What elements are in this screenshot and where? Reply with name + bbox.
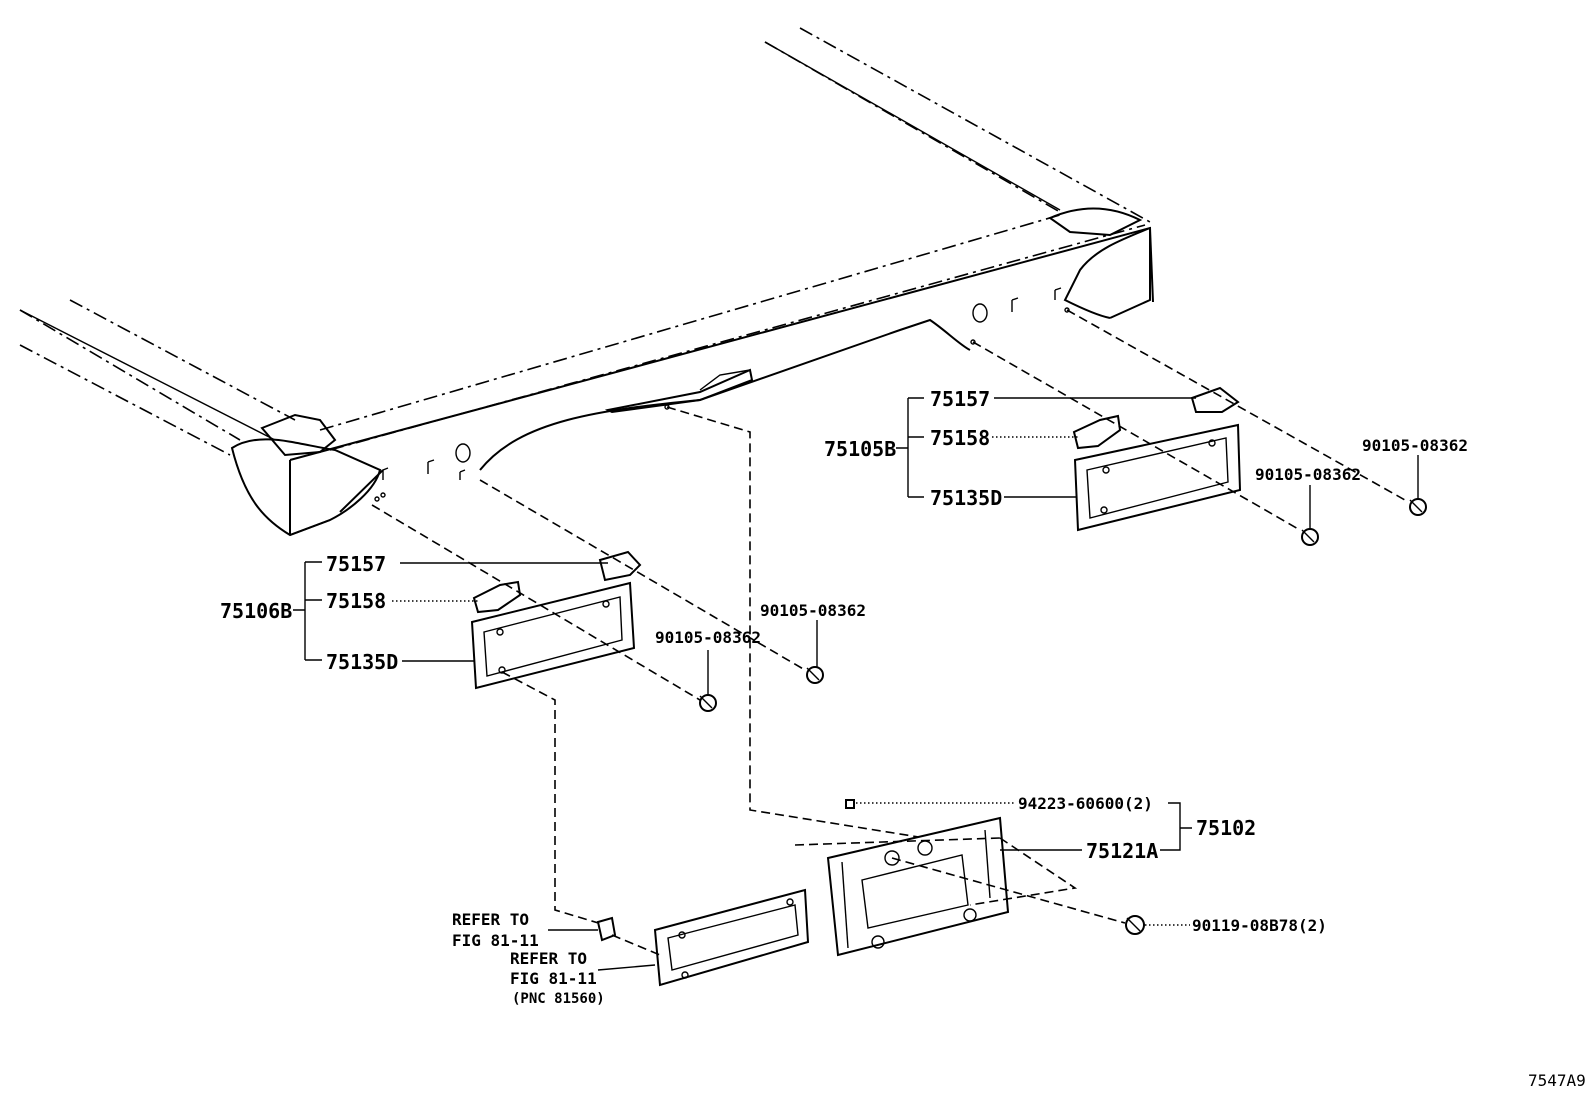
label-center-assembly: 75102 [1196, 816, 1256, 840]
right-bracket-assembly [972, 309, 1427, 546]
label-left-assembly: 75106B [220, 599, 292, 623]
label-right-frame: 75135D [930, 486, 1002, 510]
lamp-clip [596, 916, 617, 942]
label-left-bracket: 75157 [326, 552, 386, 576]
left-bolt-1 [699, 694, 717, 712]
label-right-bolt-b: 90105-08362 [1362, 436, 1468, 455]
refer-note-2-line2: FIG 81-11 [510, 969, 597, 988]
refer-note-1-line1: REFER TO [452, 910, 529, 929]
part-labels: 75105B 75157 75158 75135D 90105-08362 90… [220, 387, 1586, 1090]
left-bolt-2 [806, 666, 824, 684]
leader-lines [293, 397, 1419, 971]
left-frame-75135D [470, 581, 636, 690]
label-left-bolt-a: 90105-08362 [655, 628, 761, 647]
label-right-assembly: 75105B [824, 437, 896, 461]
label-left-bolt-b: 90105-08362 [760, 601, 866, 620]
left-hinge-75158 [472, 580, 522, 614]
label-right-bolt-a: 90105-08362 [1255, 465, 1361, 484]
right-frame-75135D [1073, 423, 1242, 532]
right-bolt-2 [1409, 498, 1427, 516]
refer-note-1-line2: FIG 81-11 [452, 931, 539, 950]
frame-structure [19, 27, 1154, 537]
label-screw: 90119-08B78(2) [1192, 916, 1327, 935]
refer-note-2-line1: REFER TO [510, 949, 587, 968]
label-right-bracket: 75157 [930, 387, 990, 411]
label-left-frame: 75135D [326, 650, 398, 674]
right-bolt-1 [1301, 528, 1319, 546]
left-bracket-assembly [371, 406, 1001, 926]
left-bracket-75157 [598, 550, 642, 582]
right-hinge-75158 [1072, 414, 1122, 450]
center-plate-assembly [596, 799, 1145, 987]
refer-note-2-line3: (PNC 81560) [512, 991, 605, 1007]
license-lamp [653, 888, 810, 987]
right-bracket-75157 [1190, 386, 1240, 413]
diagram-code: 7547A9 [1528, 1071, 1586, 1090]
label-right-hinge: 75158 [930, 426, 990, 450]
label-plate: 75121A [1086, 839, 1158, 863]
label-left-hinge: 75158 [326, 589, 386, 613]
center-screw [1125, 915, 1145, 935]
center-nut [845, 799, 855, 809]
label-nut: 94223-60600(2) [1018, 794, 1153, 813]
center-plate-75121A [826, 816, 1010, 957]
